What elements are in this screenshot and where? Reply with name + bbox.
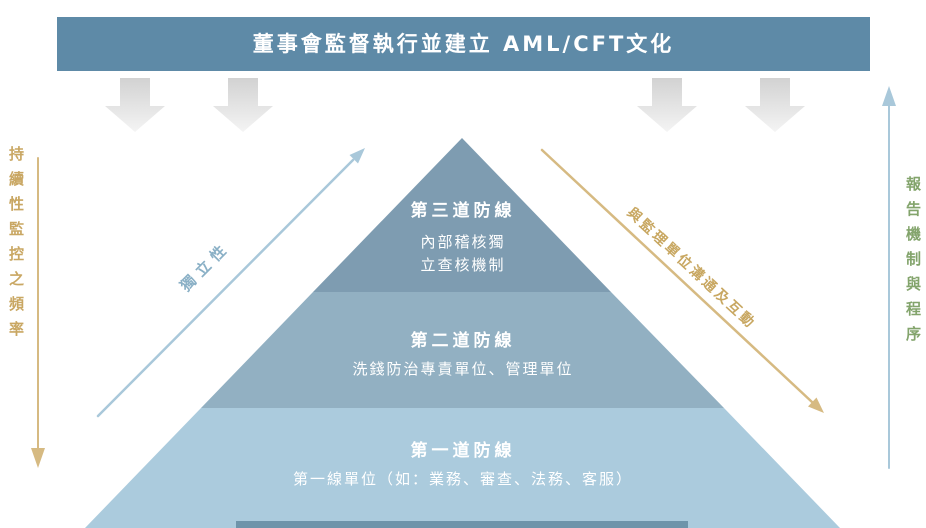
tier3-body-line2: 立查核機制 — [420, 256, 506, 274]
independence-arrow — [96, 148, 365, 418]
down-arrow-icon — [637, 78, 697, 132]
down-arrow-icon — [745, 78, 805, 132]
tier3-title: 第三道防線 — [410, 201, 516, 221]
regulator-arrowhead-icon — [808, 397, 824, 413]
banner-bar — [57, 17, 870, 71]
reporting-procedure-arrowhead-icon — [882, 86, 896, 106]
base-strip — [236, 521, 688, 528]
independence-arrow-line — [96, 158, 355, 418]
tier1-title: 第一道防線 — [410, 441, 516, 461]
pyramid-tier1-shape — [85, 408, 840, 528]
reporting-procedure-label: 報告機制與程序 — [904, 176, 922, 351]
pyramid-tier3-shape — [313, 138, 611, 292]
tier2-body: 洗錢防治專責單位、管理單位 — [352, 360, 574, 378]
pyramid-tier2-shape — [201, 292, 724, 408]
tier3-body-line1: 內部稽核獨 — [420, 233, 506, 251]
reporting-procedure-arrow — [882, 86, 896, 469]
regulator-arrow — [540, 148, 824, 413]
regulator-arrow-line — [540, 148, 814, 404]
tier1-body: 第一線單位（如：業務、審查、法務、客服） — [292, 470, 633, 488]
monitoring-frequency-arrowhead-icon — [31, 448, 45, 468]
monitoring-frequency-arrow — [31, 157, 45, 468]
down-arrow-icon — [105, 78, 165, 132]
monitoring-frequency-label: 持續性監控之頻率 — [7, 146, 25, 346]
independence-arrowhead-icon — [349, 148, 365, 164]
banner-title: 董事會監督執行並建立 AML/CFT文化 — [252, 32, 675, 56]
tier2-title: 第二道防線 — [410, 331, 516, 351]
down-arrow-icon — [213, 78, 273, 132]
